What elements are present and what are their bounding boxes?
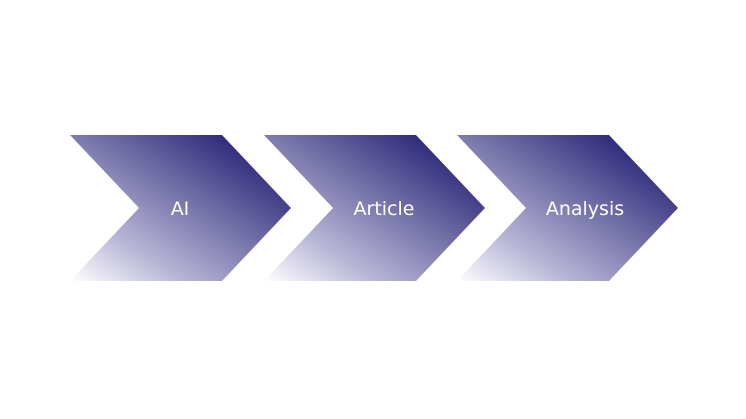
chevron-step-3: Analysis <box>457 135 678 281</box>
chevron-step-1: AI <box>70 135 291 281</box>
chevron-shape-3 <box>457 135 678 281</box>
chevron-label-3: Analysis <box>546 198 624 220</box>
chevron-label-1: AI <box>171 198 190 220</box>
chevron-label-2: Article <box>354 198 415 220</box>
chevron-shape-2 <box>264 135 485 281</box>
chevron-step-2: Article <box>264 135 485 281</box>
chevron-shape-1 <box>70 135 291 281</box>
